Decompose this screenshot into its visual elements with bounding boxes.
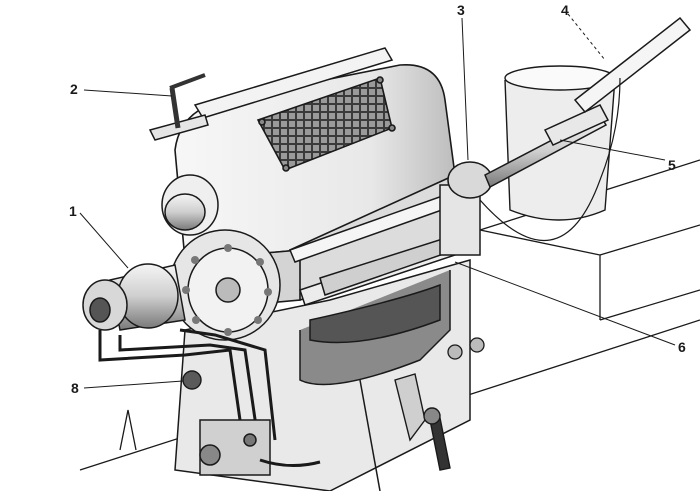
callout-1: 1	[69, 203, 77, 219]
callout-3: 3	[457, 2, 465, 18]
valve-block	[199, 419, 321, 476]
gearbox	[82, 229, 281, 341]
floor-handle	[394, 373, 451, 471]
callout-5: 5	[668, 157, 676, 173]
callout-4: 4	[561, 2, 569, 18]
top-rail	[148, 47, 394, 141]
front-knobs	[447, 337, 485, 360]
right-hub-lever	[447, 16, 692, 242]
bearing-cap	[161, 174, 219, 236]
callout-8: 8	[71, 380, 79, 396]
callout-6: 6	[678, 339, 686, 355]
knob	[182, 370, 202, 390]
callout-leaders	[79, 13, 676, 389]
callout-2: 2	[70, 81, 78, 97]
